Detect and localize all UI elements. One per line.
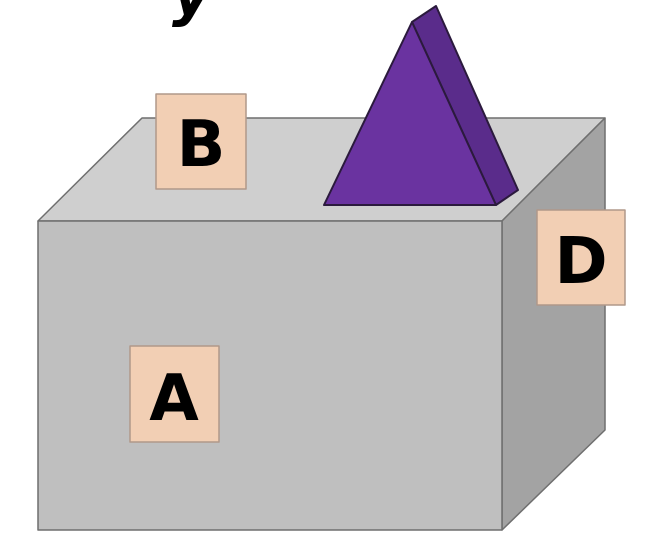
pyramid-front-face (323, 21, 497, 206)
label-side: D (536, 209, 626, 306)
clipped-top-text: y (172, 0, 214, 29)
label-front-text: A (149, 362, 199, 436)
label-top-text: B (177, 108, 226, 182)
label-front: A (129, 345, 220, 443)
pyramid (323, 5, 519, 206)
label-top-box (155, 93, 247, 190)
label-side-box (536, 209, 626, 306)
label-side-text: D (554, 225, 607, 299)
label-top: B (155, 93, 247, 190)
label-front-box (129, 345, 220, 443)
box-front-face (37, 220, 503, 531)
